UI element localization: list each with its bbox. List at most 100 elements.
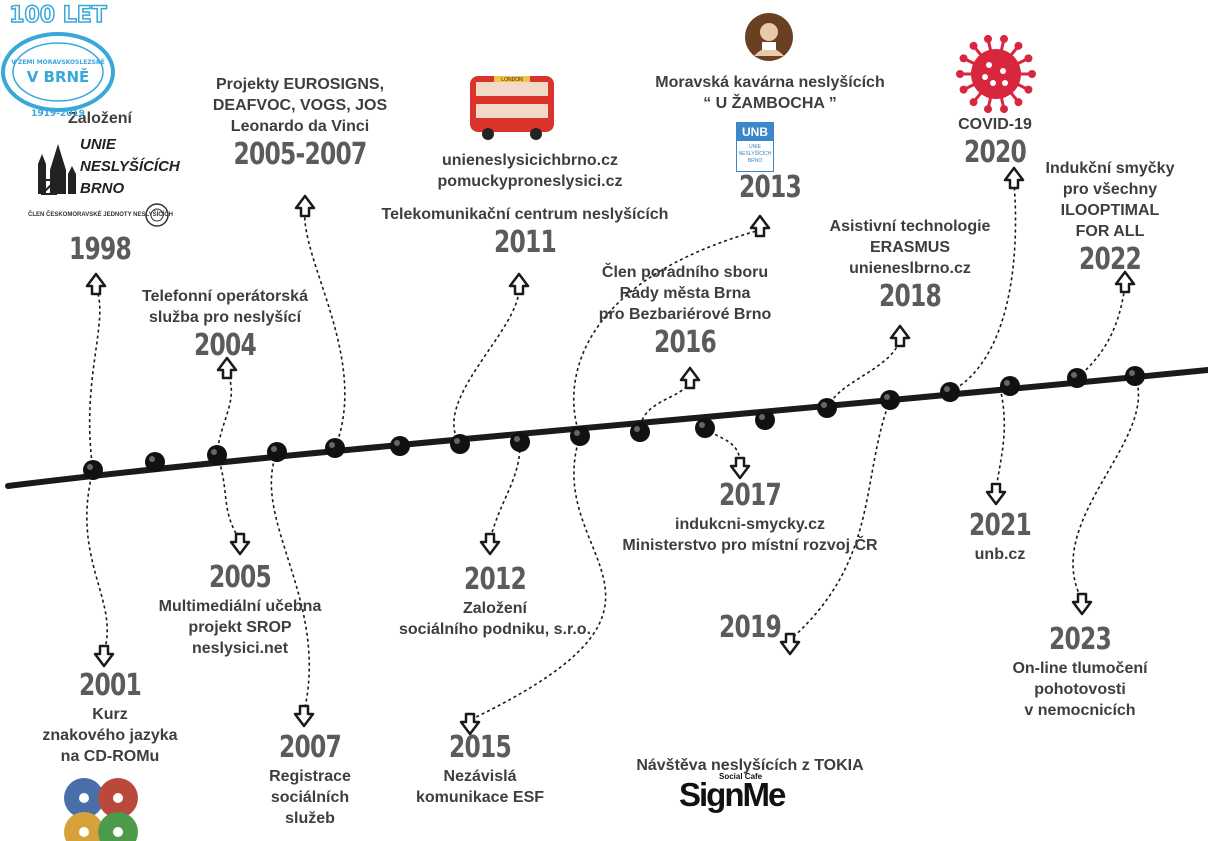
dotted-connector bbox=[1072, 375, 1140, 601]
label-line: pro všechny bbox=[1062, 181, 1158, 198]
cathedral-icon bbox=[38, 144, 76, 195]
entry-2023: 2023 On-line tlumočení pohotovosti v nem… bbox=[990, 622, 1170, 721]
year-label: 2013 bbox=[738, 170, 802, 205]
label-line: unieneslbrno.cz bbox=[849, 260, 971, 277]
label-line: DEAFVOC, VOGS, JOS bbox=[212, 97, 388, 114]
bead-highlight bbox=[271, 446, 277, 452]
dotted-connector bbox=[88, 287, 101, 471]
virus-icon bbox=[956, 34, 1036, 114]
timeline-bead bbox=[1125, 366, 1145, 386]
cafe-owner-avatar bbox=[745, 13, 793, 61]
bead-highlight bbox=[454, 438, 460, 444]
entry-2018: Asistivní technologie ERASMUS unieneslbr… bbox=[800, 216, 1020, 315]
virus-spike-tip bbox=[983, 34, 992, 43]
label-line: pohotovosti bbox=[1034, 681, 1126, 698]
label-line: Kurz bbox=[92, 706, 128, 723]
year-label: 2015 bbox=[448, 730, 512, 765]
bead-highlight bbox=[884, 394, 890, 400]
timeline-bead bbox=[695, 418, 715, 438]
label-line: ILOOPTIMAL bbox=[1060, 202, 1160, 219]
label-line: v nemocnicích bbox=[1024, 702, 1136, 719]
label-line: sociálního podniku, s.r.o. bbox=[398, 621, 592, 638]
up-arrow-icon bbox=[749, 214, 771, 238]
entry-2022: Indukční smyčky pro všechny ILOOPTIMAL F… bbox=[1030, 158, 1190, 278]
unie-line-1: UNIE bbox=[80, 136, 116, 153]
down-arrow-icon bbox=[1071, 592, 1093, 616]
label-line: Založení bbox=[67, 110, 132, 127]
timeline-bead bbox=[817, 398, 837, 418]
down-arrow-icon bbox=[479, 532, 501, 556]
dotted-connector bbox=[826, 339, 901, 409]
unb-logo: UNB UNIE NESLYŠÍCÍCH BRNO bbox=[736, 122, 774, 172]
bead-highlight bbox=[699, 422, 705, 428]
label-line: FOR ALL bbox=[1075, 223, 1145, 240]
virus-spike-tip bbox=[1014, 98, 1023, 107]
signme-small-text: Social Cafe bbox=[719, 772, 763, 781]
dotted-connector bbox=[949, 181, 1017, 393]
entry-2019: 2019 bbox=[690, 610, 810, 646]
dotted-connector bbox=[789, 399, 891, 641]
virus-spike-tip bbox=[1024, 54, 1033, 63]
virus-body bbox=[971, 49, 1021, 99]
timeline-bead bbox=[1067, 368, 1087, 388]
dotted-connector bbox=[573, 229, 761, 437]
virus-spike-tip bbox=[1000, 34, 1009, 43]
up-arrow-icon bbox=[216, 356, 238, 380]
dotted-connector bbox=[453, 287, 520, 445]
up-arrow-icon bbox=[889, 324, 911, 348]
dotted-connector bbox=[469, 435, 607, 721]
virus-spike-tip bbox=[956, 70, 964, 78]
label-line: sociálních bbox=[270, 789, 350, 806]
unie-logo: UNIE NESLYŠÍCÍCH BRNO ČLEN ČESKOMORAVSKÉ… bbox=[28, 130, 180, 227]
timeline-bead bbox=[880, 390, 900, 410]
dotted-connector bbox=[304, 209, 346, 449]
virus-spike-tip bbox=[1028, 70, 1036, 78]
down-arrow-icon bbox=[293, 704, 315, 728]
label-line: Telekomunikační centrum neslyšících bbox=[381, 206, 669, 223]
dotted-connector bbox=[216, 454, 241, 541]
label-line: neslysici.net bbox=[191, 640, 289, 657]
bead-highlight bbox=[394, 440, 400, 446]
label-line: Člen poradního sboru bbox=[601, 264, 769, 281]
year-label: 2017 bbox=[718, 478, 782, 513]
entry-2013: Moravská kavárna neslyšících “ U ŽAMBOCH… bbox=[610, 72, 930, 114]
bead-highlight bbox=[944, 386, 950, 392]
year-label: 2001 bbox=[78, 668, 142, 703]
label-line: pomuckyproneslysici.cz bbox=[437, 173, 623, 190]
timeline-bead bbox=[145, 452, 165, 472]
label-line: Rady města Brna bbox=[619, 285, 751, 302]
year-label: 2012 bbox=[463, 562, 527, 597]
stamp-years-text: 1919-2019 bbox=[31, 109, 85, 118]
label-line: projekt SROP bbox=[188, 619, 292, 636]
100-years-stamp: 100 LET V ZEMI MORAVSKOSLEZSKÉ V BRNĚ 19… bbox=[1, 2, 115, 118]
timeline-bead bbox=[570, 426, 590, 446]
entry-2020: COVID-19 2020 bbox=[930, 114, 1060, 171]
entry-2011: Telekomunikační centrum neslyšících 2011 bbox=[330, 204, 720, 261]
virus-spike-tip bbox=[969, 41, 978, 50]
label-line: Multimediální učebna bbox=[158, 598, 322, 615]
label-line: unb.cz bbox=[974, 546, 1026, 563]
label-line: Moravská kavárna neslyšících bbox=[655, 74, 885, 91]
label-line: unieneslysicichbrno.cz bbox=[441, 152, 619, 169]
year-label: 2011 bbox=[493, 225, 557, 260]
timeline-main-line bbox=[5, 367, 1208, 489]
timeline-bead bbox=[450, 434, 470, 454]
signme-logo: Social Cafe SignMe bbox=[679, 772, 786, 814]
year-label: 2018 bbox=[878, 279, 942, 314]
virus-spike-tip bbox=[1014, 41, 1023, 50]
entry-2005-2007: Projekty EUROSIGNS, DEAFVOC, VOGS, JOS L… bbox=[180, 74, 420, 173]
label-line: Nezávislá bbox=[443, 768, 517, 785]
year-label: 2022 bbox=[1078, 242, 1142, 277]
stamp-mid2-text: V BRNĚ bbox=[27, 67, 90, 86]
bus-sign-text: LONDON bbox=[501, 77, 523, 83]
up-arrow-icon bbox=[679, 366, 701, 390]
year-1998: 1998 bbox=[40, 232, 160, 268]
label-line: COVID-19 bbox=[958, 116, 1032, 133]
year-label: 2004 bbox=[193, 328, 257, 363]
label-line: Návštěva neslyšících z TOKIA bbox=[636, 757, 864, 774]
year-label: 2021 bbox=[968, 508, 1032, 543]
bead-highlight bbox=[149, 456, 155, 462]
london-bus-icon: LONDON bbox=[470, 76, 554, 140]
label-line: On-line tlumočení bbox=[1012, 660, 1148, 677]
timeline-bead bbox=[510, 432, 530, 452]
